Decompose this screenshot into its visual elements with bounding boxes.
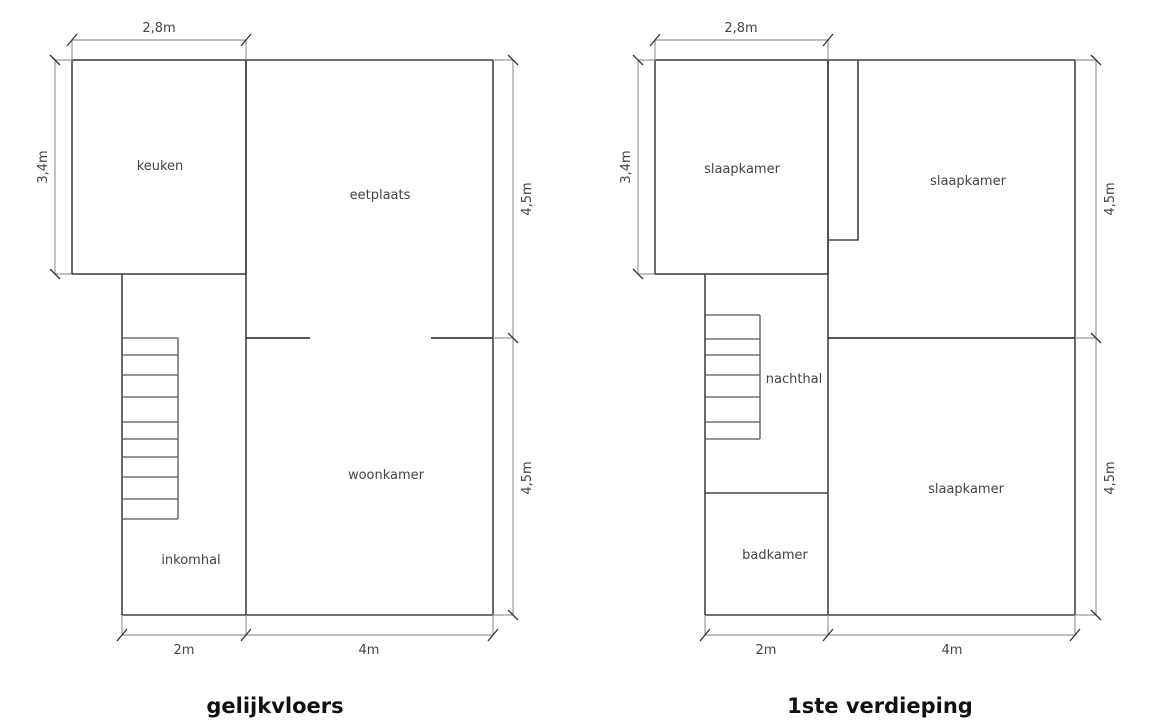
dim-label-right-lower: 4,5m: [520, 461, 535, 494]
room-label-slaapkamer-3: slaapkamer: [928, 482, 1004, 497]
room-label-slaapkamer-2: slaapkamer: [930, 174, 1006, 189]
room-label-nachthal: nachthal: [766, 372, 823, 387]
room-label-eetplaats: eetplaats: [350, 188, 411, 203]
plan-title-ground-floor: gelijkvloers: [206, 694, 343, 718]
dim-label-top: 2,8m: [724, 21, 757, 36]
room-label-inkomhal: inkomhal: [161, 553, 220, 568]
dim-label-right-upper: 4,5m: [1103, 182, 1118, 215]
dim-label-left: 3,4m: [619, 150, 634, 183]
stairs: [122, 337, 179, 520]
room-label-keuken: keuken: [137, 159, 184, 174]
walls: [654, 59, 1076, 616]
plan-first-floor: slaapkamer slaapkamer nachthal slaapkame…: [619, 21, 1118, 718]
dimension-lines: [632, 33, 1102, 642]
plan-ground-floor: keuken eetplaats woonkamer inkomhal 2,8m…: [36, 21, 535, 718]
dim-label-bottom-right: 4m: [359, 643, 380, 658]
walls: [71, 59, 494, 616]
room-label-woonkamer: woonkamer: [348, 468, 425, 483]
dim-label-right-upper: 4,5m: [520, 182, 535, 215]
dimension-lines: [49, 33, 519, 642]
room-label-slaapkamer-1: slaapkamer: [704, 162, 780, 177]
plan-title-first-floor: 1ste verdieping: [787, 694, 973, 718]
dim-label-top: 2,8m: [142, 21, 175, 36]
dim-label-bottom-left: 2m: [174, 643, 195, 658]
room-label-badkamer: badkamer: [742, 548, 808, 563]
stairs: [705, 314, 761, 440]
dim-label-bottom-right: 4m: [942, 643, 963, 658]
wall-closet: [828, 60, 859, 241]
dim-label-left: 3,4m: [36, 150, 51, 183]
dim-label-bottom-left: 2m: [756, 643, 777, 658]
dim-label-right-lower: 4,5m: [1103, 461, 1118, 494]
